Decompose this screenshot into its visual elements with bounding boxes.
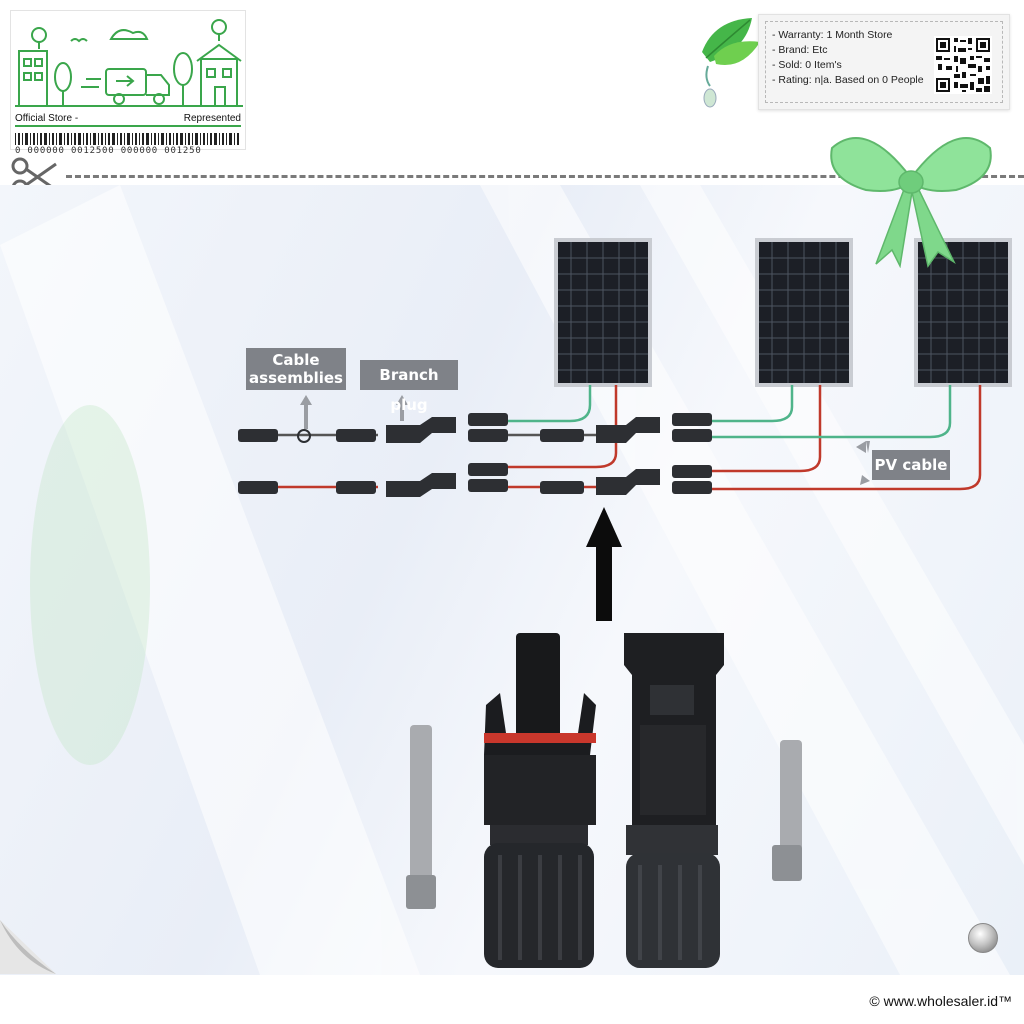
store-label-row: Official Store - Represented xyxy=(15,111,241,127)
sold-text: - Sold: 0 Item's xyxy=(772,59,842,71)
info-list: - Warranty: 1 Month Store - Brand: Etc -… xyxy=(772,28,924,88)
store-official-label: Official Store - xyxy=(15,113,79,124)
rating-text: - Rating: n|a. Based on 0 People xyxy=(772,74,924,86)
branch-plug-label: Branch plug xyxy=(360,360,458,414)
store-represented-label: Represented xyxy=(183,113,241,124)
solar-panels xyxy=(554,238,1012,387)
product-image-area: Cable assemblies Branch plug PV cable xyxy=(0,185,1024,975)
copyright-text: © www.wholesaler.id™ xyxy=(869,993,1012,1009)
footer: © www.wholesaler.id™ xyxy=(0,975,1024,1024)
page-curl-icon xyxy=(0,920,56,974)
metal-button-icon xyxy=(968,923,998,953)
qr-code-icon xyxy=(934,36,992,94)
pv-connection-diagram xyxy=(238,238,1012,968)
store-badge: Official Store - Represented 0 000000 00… xyxy=(10,10,246,156)
mc4-connectors xyxy=(406,633,802,968)
pv-cable-label: PV cable xyxy=(872,450,950,480)
warranty-text: - Warranty: 1 Month Store xyxy=(772,29,893,41)
product-info-card: - Warranty: 1 Month Store - Brand: Etc -… xyxy=(758,14,1010,110)
ribbon-bow-icon xyxy=(830,137,992,268)
barcode-number: 0 000000 0012500 000000 001250 xyxy=(15,146,202,156)
leaf-droplet-icon xyxy=(702,18,760,108)
city-delivery-illustration xyxy=(15,19,243,107)
info-card-dashed-border: - Warranty: 1 Month Store - Brand: Etc -… xyxy=(765,21,1003,103)
cut-line-divider xyxy=(66,175,1024,178)
barcode-icon xyxy=(15,133,239,145)
cable-assemblies-label: Cable assemblies xyxy=(246,348,346,390)
brand-text: - Brand: Etc xyxy=(772,44,828,56)
